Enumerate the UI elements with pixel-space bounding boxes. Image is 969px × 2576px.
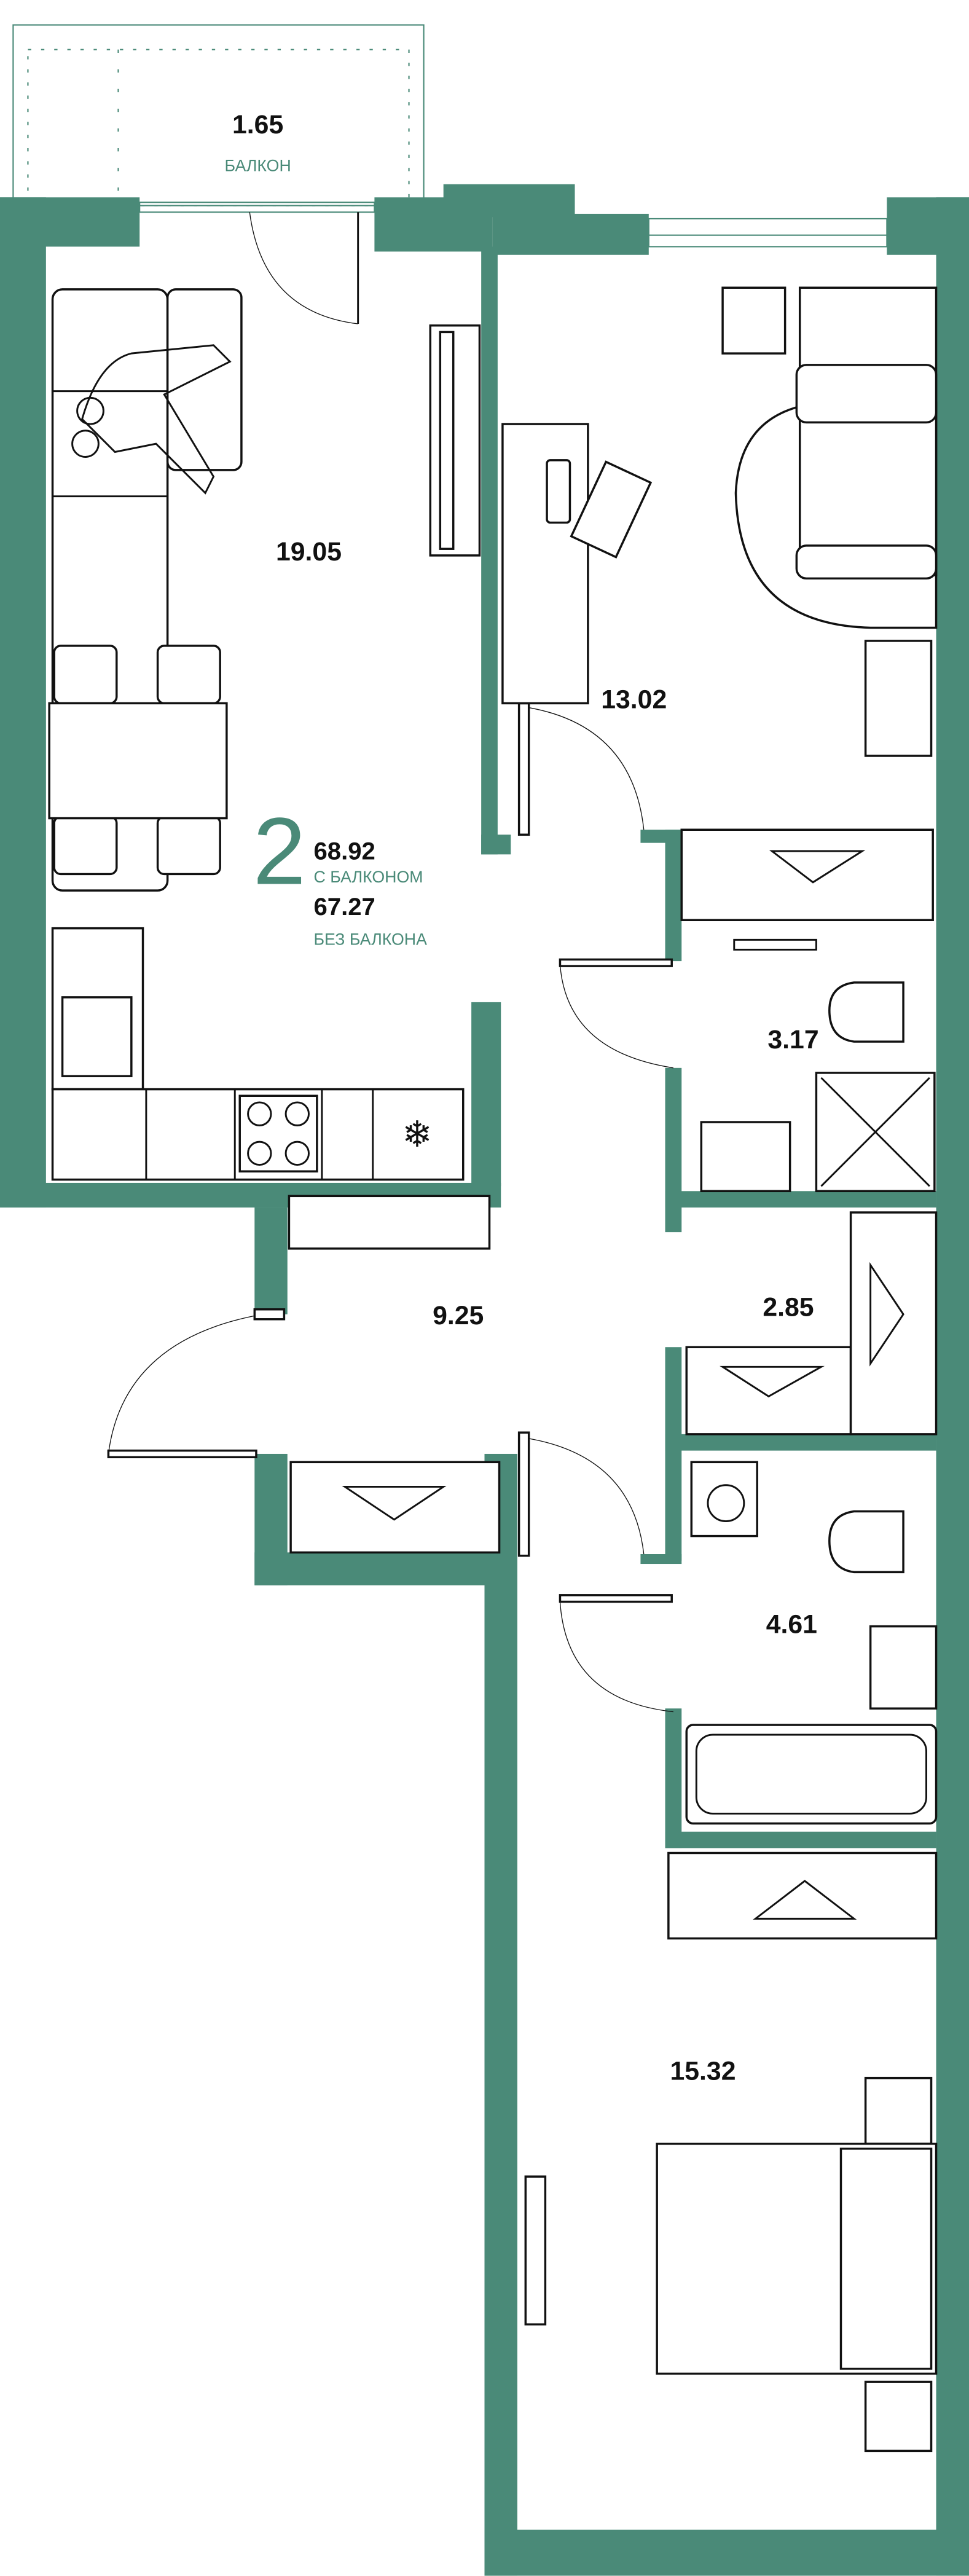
hall-area: 9.25 [433, 1301, 484, 1330]
balcony-area: 1.65 [232, 110, 283, 139]
kitchen: ❄ [51, 927, 465, 1181]
apartment-summary: 2 68.92 С БАЛКОНОМ 67.27 БЕЗ БАЛКОНА [253, 798, 427, 948]
bathroom-2-area: 4.61 [766, 1609, 817, 1639]
bathroom-2-fixtures [685, 1461, 938, 1825]
bed-2 [524, 2076, 938, 2452]
dining-table [48, 645, 228, 876]
wardrobe [288, 828, 938, 1940]
rooms-count: 2 [253, 798, 306, 904]
bedroom-2-area: 15.32 [670, 2056, 736, 2086]
tv-stand [429, 324, 481, 557]
bed-1 [721, 286, 938, 757]
wardrobe-area: 2.85 [763, 1292, 814, 1322]
with-balcony-label: С БАЛКОНОМ [314, 868, 423, 886]
windows [139, 202, 896, 2569]
without-balcony-label: БЕЗ БАЛКОНА [314, 930, 428, 948]
snowflake-icon: ❄ [402, 1113, 432, 1155]
desk [501, 423, 653, 705]
balcony: 1.65 БАЛКОН [12, 24, 425, 206]
bedroom-1-area: 13.02 [601, 685, 667, 714]
living-room-area: 19.05 [276, 537, 342, 567]
doors [107, 212, 673, 1713]
people-icon [71, 344, 232, 495]
area-with-balcony: 68.92 [314, 838, 375, 865]
bathroom-1-area: 3.17 [767, 1025, 818, 1054]
bathroom-1-fixtures [700, 938, 936, 1193]
area-without-balcony: 67.27 [314, 893, 375, 921]
balcony-label: БАЛКОН [225, 156, 291, 175]
